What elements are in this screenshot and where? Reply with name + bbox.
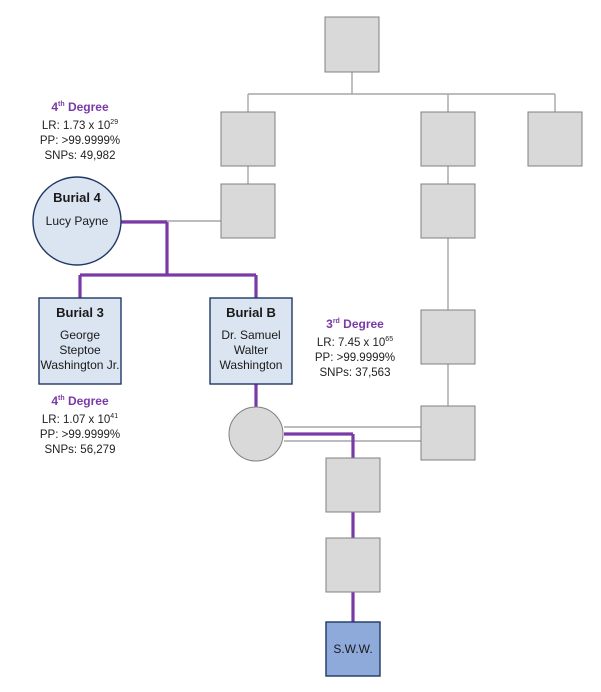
burialB-name-line: Washington bbox=[219, 358, 283, 372]
burial3-label: Burial 3 George Steptoe Washington Jr. bbox=[39, 305, 121, 373]
posterior-probability: PP: >99.9999% bbox=[314, 351, 396, 364]
unknown-male-node bbox=[324, 16, 380, 73]
likelihood-ratio: LR: 1.73 x 1029 bbox=[25, 115, 135, 134]
unknown-male-node bbox=[325, 537, 381, 593]
unknown-female-node bbox=[228, 406, 284, 462]
unknown-male-node bbox=[325, 457, 381, 513]
lr-exponent: 29 bbox=[110, 119, 119, 126]
unknown-male-node bbox=[220, 183, 276, 239]
burial4-label: Burial 4 Lucy Payne bbox=[33, 190, 121, 229]
degree-word: Degree bbox=[343, 317, 384, 331]
burial4-title: Burial 4 bbox=[53, 190, 101, 205]
sww-box bbox=[325, 621, 381, 677]
connector-lines bbox=[121, 72, 556, 442]
burial3-box bbox=[38, 297, 122, 385]
snp-count: SNPs: 37,563 bbox=[319, 366, 391, 379]
unknown-male-node bbox=[420, 183, 476, 239]
burial3-name-line: George bbox=[59, 328, 101, 342]
likelihood-ratio: LR: 1.07 x 1041 bbox=[25, 409, 135, 428]
degree-label: 3rd Degree bbox=[300, 314, 410, 332]
unknown-male-node bbox=[420, 405, 476, 461]
snp-count: SNPs: 56,279 bbox=[44, 443, 116, 456]
lr-base: LR: 1.07 x 10 bbox=[41, 413, 111, 426]
likelihood-ratio: LR: 7.45 x 1065 bbox=[300, 332, 410, 351]
burialB-label: Burial B Dr. Samuel Walter Washington bbox=[210, 305, 292, 373]
posterior-probability: PP: >99.9999% bbox=[39, 428, 121, 441]
degree-suffix: th bbox=[58, 395, 65, 402]
degree-label: 4th Degree bbox=[25, 391, 135, 409]
burial3-name-line: Washington Jr. bbox=[40, 358, 120, 372]
burialB-name-line: Dr. Samuel bbox=[221, 328, 281, 342]
lr-exponent: 65 bbox=[385, 336, 394, 343]
burial3-title: Burial 3 bbox=[56, 305, 104, 320]
burialB-box bbox=[209, 297, 293, 385]
degree-word: Degree bbox=[67, 394, 109, 408]
unknown-male-node bbox=[420, 309, 476, 365]
degree-suffix: th bbox=[58, 101, 65, 108]
relationship-path bbox=[78, 220, 355, 622]
degree-suffix: rd bbox=[332, 318, 340, 325]
unknown-male-node bbox=[527, 111, 583, 167]
burialB-stats: 3rd Degree LR: 7.45 x 1065 PP: >99.9999%… bbox=[300, 314, 410, 381]
lr-base: LR: 1.73 x 10 bbox=[41, 119, 111, 132]
unknown-male-node bbox=[420, 111, 476, 167]
burial3-name-line: Steptoe bbox=[59, 343, 101, 357]
burial4-name: Lucy Payne bbox=[45, 214, 109, 228]
burial4-circle bbox=[32, 176, 122, 266]
lr-base: LR: 7.45 x 10 bbox=[316, 336, 386, 349]
degree-number: 4 bbox=[51, 100, 59, 114]
sww-label: S.W.W. bbox=[333, 642, 373, 656]
burialB-name-line: Walter bbox=[233, 343, 269, 357]
unknown-relatives bbox=[220, 16, 583, 593]
degree-number: 3 bbox=[326, 317, 333, 331]
degree-number: 4 bbox=[51, 394, 59, 408]
burialB-title: Burial B bbox=[226, 305, 276, 320]
lr-exponent: 41 bbox=[110, 413, 119, 420]
unknown-male-node bbox=[220, 111, 276, 167]
burial3-stats: 4th Degree LR: 1.07 x 1041 PP: >99.9999%… bbox=[25, 391, 135, 458]
posterior-probability: PP: >99.9999% bbox=[39, 134, 121, 147]
degree-label: 4th Degree bbox=[25, 97, 135, 115]
burial4-stats: 4th Degree LR: 1.73 x 1029 PP: >99.9999%… bbox=[25, 97, 135, 164]
degree-word: Degree bbox=[67, 100, 109, 114]
snp-count: SNPs: 49,982 bbox=[44, 149, 116, 162]
